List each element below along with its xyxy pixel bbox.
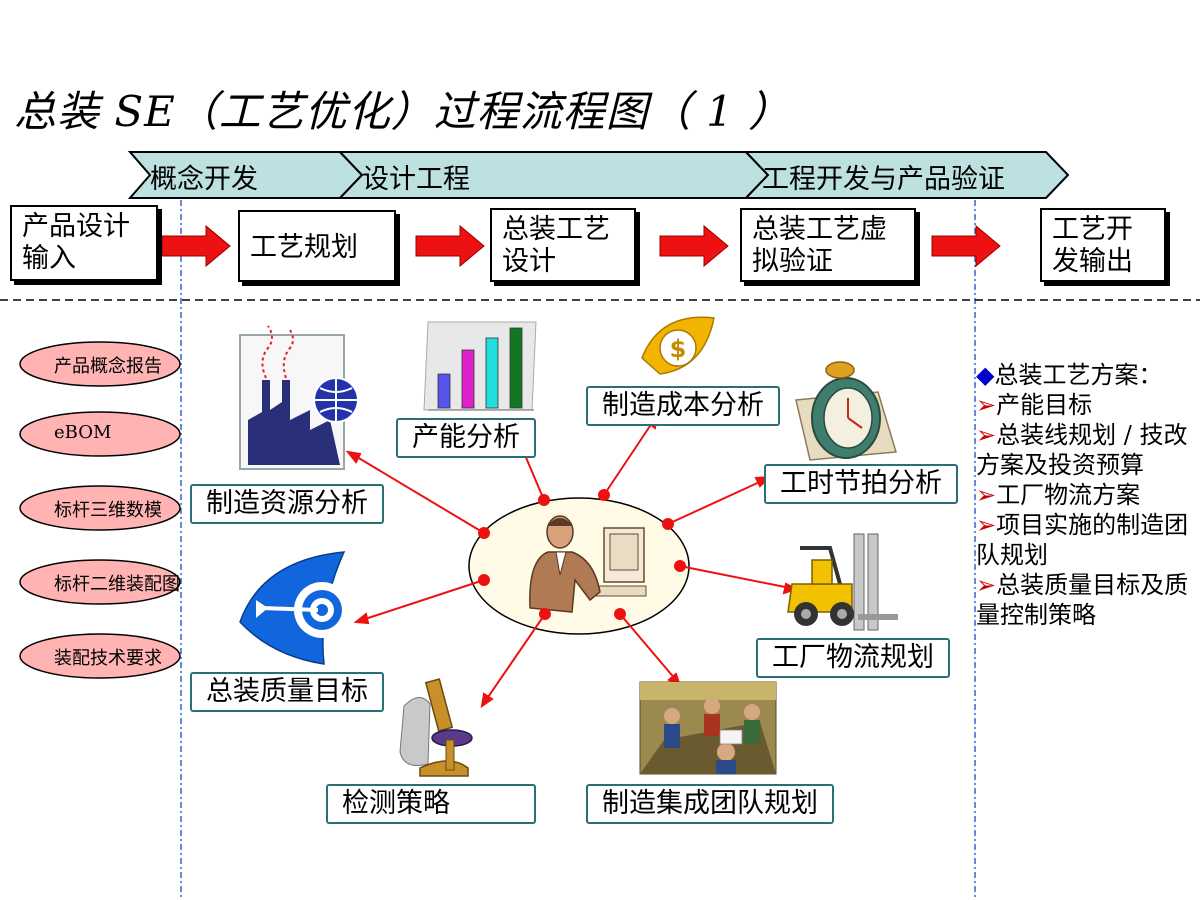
- tool-quality-target: 总装质量目标: [190, 672, 384, 712]
- arrow-bullet-icon: ➢: [976, 481, 997, 509]
- output-item: ➢工厂物流方案: [976, 481, 1141, 509]
- tool-inspection-strategy: 检测策略: [326, 784, 536, 824]
- process-step-process-output: 工艺开 发输出: [1040, 208, 1166, 282]
- phase-label-engineering: 工程开发与产品验证: [762, 164, 1005, 195]
- input-label-concept-report: 产品概念报告: [54, 356, 162, 377]
- tool-cost-analysis: 制造成本分析: [586, 386, 780, 426]
- page-title: 总装 SE（工艺优化）过程流程图（ 1 ）: [14, 87, 792, 136]
- input-label-ebom: eBOM: [54, 422, 112, 443]
- process-step-assembly-design: 总装工艺 设计: [490, 208, 636, 282]
- process-step-line: 拟验证: [752, 246, 833, 277]
- svg-text:$: $: [670, 335, 687, 363]
- arrow-bullet-icon: ➢: [976, 571, 997, 599]
- connector-takt: [667, 479, 765, 525]
- process-step-line: 输入: [22, 243, 76, 274]
- arrow-bullet-icon: ➢: [976, 511, 997, 539]
- step-arrow-3: [659, 224, 729, 268]
- input-oval-3: [19, 485, 181, 531]
- tool-resource-analysis: 制造资源分析: [190, 484, 384, 524]
- phase-label-design: 设计工程: [362, 164, 470, 195]
- output-heading: 总装工艺方案：: [994, 361, 1163, 389]
- connector-logistics: [679, 565, 791, 589]
- diamond-bullet-icon: ◆: [976, 361, 995, 389]
- tool-capacity-analysis: 产能分析: [396, 418, 536, 458]
- output-list: ◆总装工艺方案： ➢产能目标 ➢总装线规划 / 技改方案及投资预算 ➢工厂物流方…: [976, 360, 1198, 630]
- step-arrow-4: [931, 224, 1001, 268]
- connector-resource: [351, 453, 485, 534]
- output-heading-row: ◆总装工艺方案：: [976, 360, 1198, 390]
- input-oval-4: [19, 559, 181, 605]
- forklift-icon: [787, 533, 898, 631]
- phase-chevron-engineering: [743, 151, 1070, 199]
- process-step-line: 发输出: [1052, 246, 1133, 277]
- output-item: ➢总装质量目标及质量控制策略: [976, 571, 1189, 629]
- tool-logistics-planning: 工厂物流规划: [756, 638, 950, 678]
- dollar-coin-icon: $: [641, 316, 715, 375]
- alarm-clock-icon: [795, 361, 897, 461]
- phase-label-concept: 概念开发: [150, 164, 258, 195]
- input-label-3d-model: 标杆三维数模: [54, 500, 162, 521]
- tool-team-planning: 制造集成团队规划: [586, 784, 834, 824]
- team-meeting-icon: [639, 681, 777, 775]
- connector-cost: [603, 419, 655, 496]
- process-step-process-planning: 工艺规划: [238, 210, 396, 282]
- process-step-line: 设计: [502, 246, 556, 277]
- tool-takt-analysis: 工时节拍分析: [764, 464, 958, 504]
- input-oval-2: [19, 411, 181, 457]
- process-step-line: 工艺规划: [250, 232, 358, 263]
- output-item: ➢项目实施的制造团队规划: [976, 511, 1189, 569]
- microscope-icon: [399, 678, 473, 777]
- bar-chart-icon: [423, 321, 537, 411]
- step-arrow-1: [161, 224, 231, 268]
- arrow-bullet-icon: ➢: [976, 421, 997, 449]
- input-label-tech-requirements: 装配技术要求: [54, 648, 162, 669]
- connector-quality: [361, 579, 485, 621]
- target-dart-icon: [239, 551, 350, 665]
- input-oval-1: [19, 341, 181, 387]
- input-oval-5: [19, 633, 181, 679]
- process-step-line: 工艺开: [1052, 214, 1133, 245]
- person-at-computer-icon: [529, 515, 647, 613]
- step-arrow-2: [415, 224, 485, 268]
- output-item: ➢产能目标: [976, 391, 1093, 419]
- input-label-2d-drawing: 标杆二维装配图: [54, 574, 180, 595]
- connector-team: [619, 613, 677, 681]
- arrow-bullet-icon: ➢: [976, 391, 997, 419]
- process-step-line: 总装工艺: [502, 214, 610, 245]
- output-item: ➢总装线规划 / 技改方案及投资预算: [976, 421, 1188, 479]
- process-step-virtual-validation: 总装工艺虚 拟验证: [740, 208, 916, 282]
- factory-icon: [239, 325, 359, 470]
- process-step-line: 产品设计: [22, 211, 130, 242]
- process-step-product-input: 产品设计 输入: [10, 205, 158, 281]
- connector-inspection: [485, 613, 546, 701]
- process-step-line: 总装工艺虚: [752, 214, 887, 245]
